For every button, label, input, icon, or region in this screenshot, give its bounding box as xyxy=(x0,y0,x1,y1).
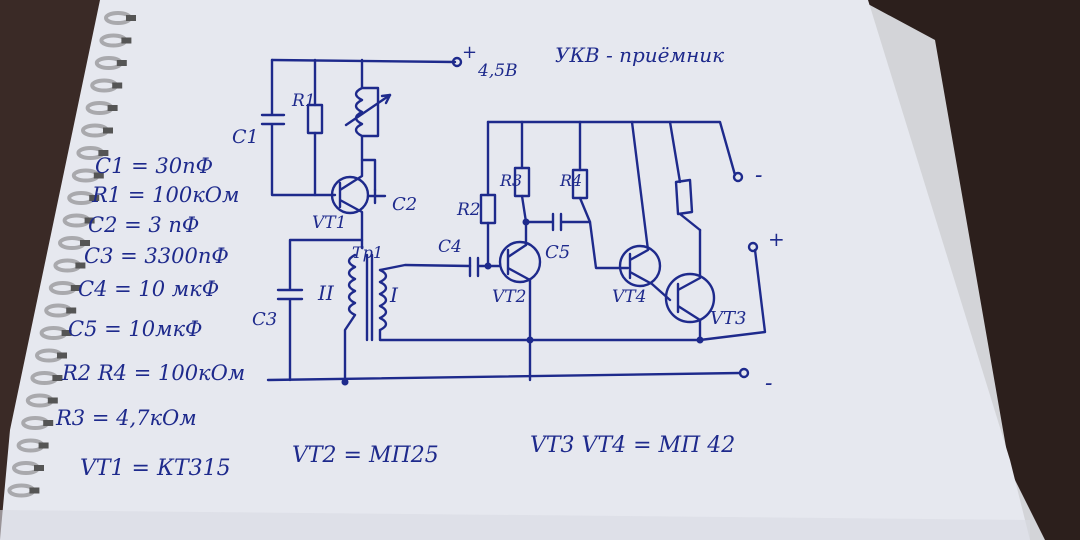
label-r4: R4 xyxy=(559,171,582,190)
spiral-hole xyxy=(93,172,104,179)
label-winding-1: I xyxy=(389,283,399,307)
terminal-minus-top: - xyxy=(755,163,762,188)
label-c3: C3 xyxy=(252,309,277,330)
circuit-labels: УКВ - приёмник + 4,5В - + - C1 R1 C2 VT1… xyxy=(232,42,785,396)
label-r3: R3 xyxy=(499,171,522,190)
spiral-hole xyxy=(75,262,86,269)
spiral-hole xyxy=(126,15,136,21)
label-c4: C4 xyxy=(438,237,462,257)
value-line: R2 R4 = 100кОм xyxy=(61,361,245,385)
spiral-hole xyxy=(34,465,44,471)
label-vt4: VT4 xyxy=(612,287,646,307)
supply-voltage-label: 4,5В xyxy=(477,61,518,81)
terminal-plus-right: + xyxy=(768,227,785,251)
label-c2: C2 xyxy=(392,194,417,215)
value-line: C3 = 3300пФ xyxy=(84,244,229,268)
label-c5: C5 xyxy=(545,242,570,263)
spiral-hole xyxy=(47,397,58,404)
value-line: C1 = 30пФ xyxy=(95,154,213,178)
title: УКВ - приёмник xyxy=(555,43,724,67)
spiral-hole xyxy=(98,150,109,156)
spiral-hole xyxy=(70,285,81,291)
spiral-hole xyxy=(121,37,132,44)
paper-sheet xyxy=(0,0,1030,540)
spiral-hole xyxy=(66,307,77,314)
transistor-types: VT1 = КТ315 VT2 = МП25 VT3 VT4 = МП 42 xyxy=(80,433,735,481)
component-values-list: C1 = 30пФ R1 = 100кОм C2 = 3 пФ C3 = 330… xyxy=(55,154,245,430)
value-line: C5 = 10мкФ xyxy=(68,317,202,341)
value-line: R1 = 100кОм xyxy=(91,183,239,207)
value-line: C2 = 3 пФ xyxy=(88,213,199,237)
paper-shadow xyxy=(0,510,1030,540)
spiral-hole xyxy=(80,240,90,246)
label-tr1: Тр1 xyxy=(352,243,383,262)
label-r1: R1 xyxy=(291,91,316,111)
spiral-hole xyxy=(29,487,40,494)
transistor-type: VT2 = МП25 xyxy=(292,443,439,468)
transistor-type: VT1 = КТ315 xyxy=(80,456,231,481)
spiral-hole xyxy=(116,60,127,66)
plus-terminal-label: + xyxy=(462,42,477,63)
spiral-binding xyxy=(7,11,136,498)
notebook-base xyxy=(860,0,1080,540)
circuit-diagram xyxy=(260,56,767,386)
spiral-hole xyxy=(57,352,67,359)
spiral-hole xyxy=(43,420,54,426)
spiral-hole xyxy=(38,442,49,449)
spiral-hole xyxy=(112,82,123,89)
label-c1: C1 xyxy=(232,126,259,148)
label-r2: R2 xyxy=(456,200,481,220)
transistor-type: VT3 VT4 = МП 42 xyxy=(530,433,735,458)
label-vt2: VT2 xyxy=(492,287,526,307)
spiral-hole xyxy=(84,217,95,224)
label-winding-2: II xyxy=(317,281,335,305)
label-vt3: VT3 xyxy=(710,308,746,329)
spiral-hole xyxy=(103,127,113,134)
spiral-hole xyxy=(89,195,100,201)
spiral-hole xyxy=(61,330,72,336)
label-vt1: VT1 xyxy=(312,213,346,233)
value-line: C4 = 10 мкФ xyxy=(78,277,219,301)
terminal-minus-bottom: - xyxy=(765,371,772,396)
spiral-hole xyxy=(107,105,118,111)
value-line: R3 = 4,7кОм xyxy=(55,406,197,430)
spiral-hole xyxy=(52,375,63,381)
